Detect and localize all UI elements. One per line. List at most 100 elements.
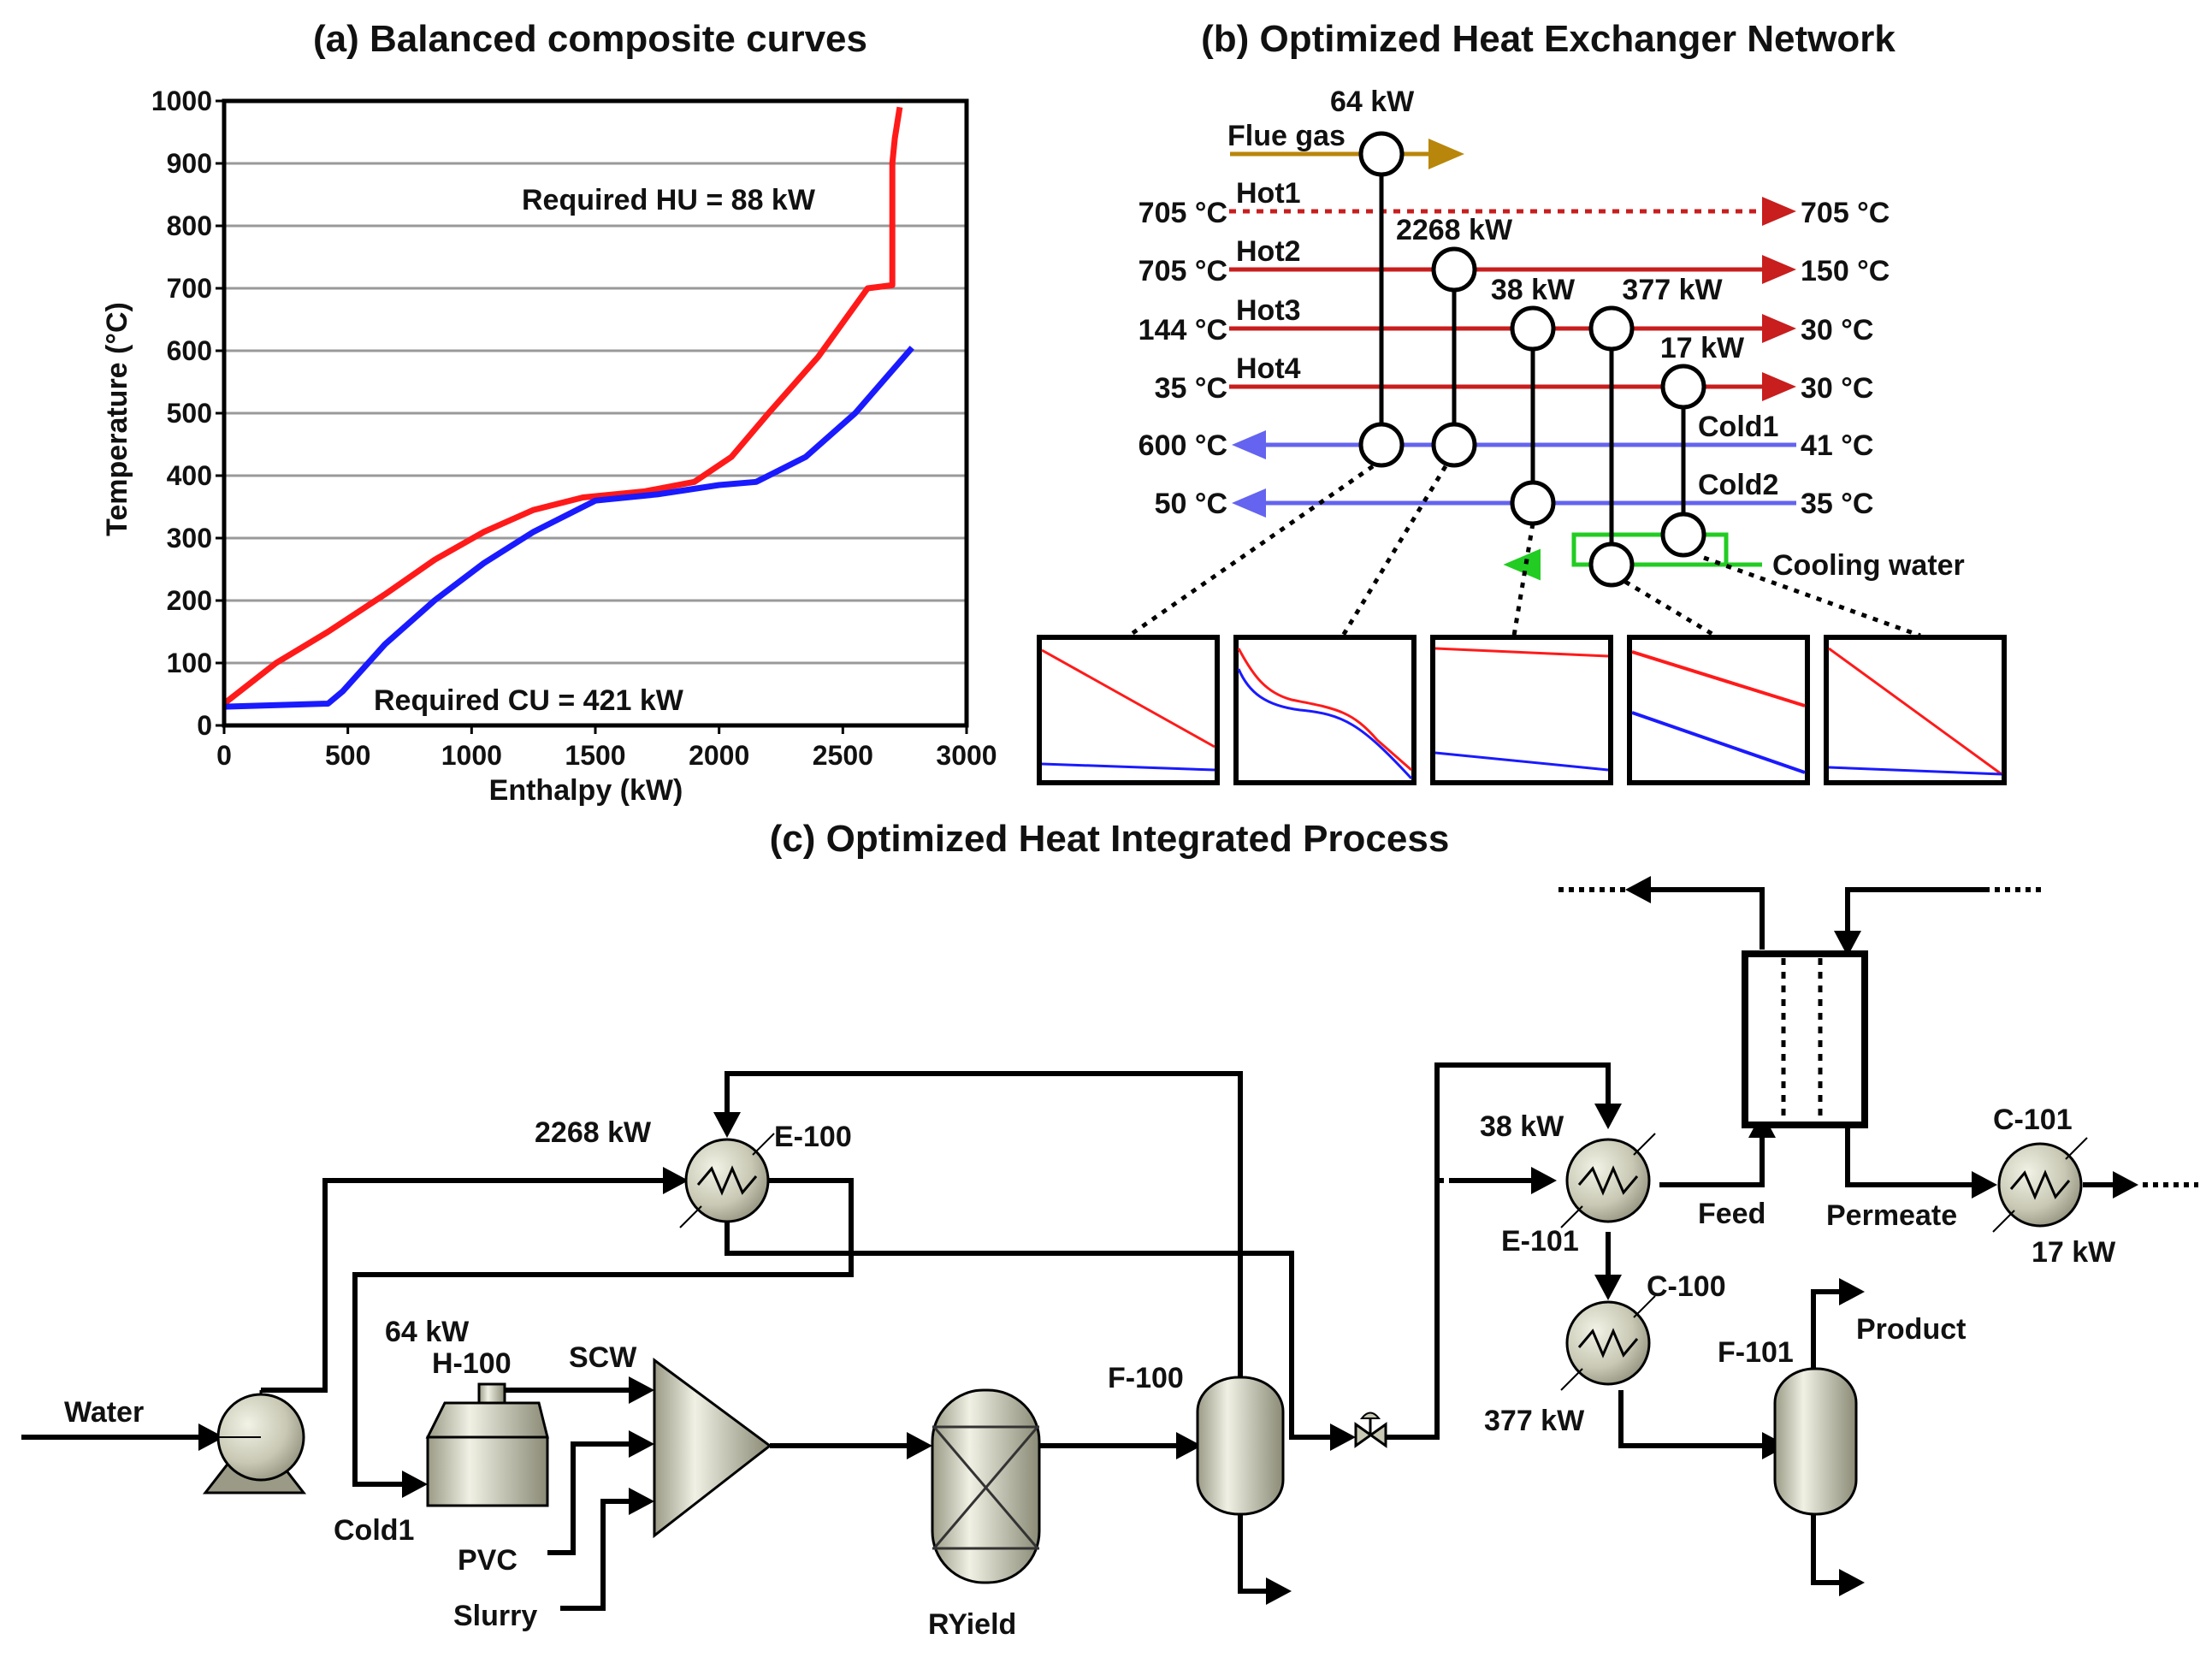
feed-line bbox=[1659, 1129, 1765, 1187]
hen-e101-cold bbox=[1510, 480, 1556, 526]
f101-bottom-arrow bbox=[1839, 1569, 1865, 1596]
y-tick-label: 800 bbox=[167, 210, 212, 241]
cold1-tin: 41 °C bbox=[1801, 429, 1873, 462]
hen-c101-cw bbox=[1660, 512, 1706, 558]
hot1-name: Hot1 bbox=[1236, 177, 1301, 210]
e100-to-valve bbox=[725, 1215, 1330, 1440]
hen-c101-hot bbox=[1660, 364, 1706, 410]
valve-to-e101 bbox=[1386, 1062, 1611, 1440]
hen-duty-hu: 64 kW bbox=[1330, 86, 1415, 118]
hen-diagram: Flue gas 64 kW Hot1 Hot2 Hot3 Hot4 Cold1… bbox=[1037, 86, 2007, 785]
water-label: Water bbox=[64, 1396, 144, 1429]
c101-inlet-arrow bbox=[1972, 1171, 1997, 1198]
ryield-reactor bbox=[931, 1388, 1041, 1584]
water-arrowhead bbox=[198, 1423, 224, 1451]
panel-b-title: (b) Optimized Heat Exchanger Network bbox=[1201, 18, 1896, 60]
cold2-tin: 35 °C bbox=[1801, 488, 1873, 520]
e100-hot-inlet-arrow bbox=[713, 1112, 741, 1138]
c100-to-f101 bbox=[1618, 1390, 1762, 1448]
cooling-water-line bbox=[1571, 532, 1762, 567]
pvc-arrowhead bbox=[629, 1430, 654, 1458]
e101-duty: 38 kW bbox=[1480, 1110, 1564, 1143]
hot3-tin: 144 °C bbox=[1139, 314, 1227, 346]
e100-to-cold1 bbox=[352, 1178, 854, 1487]
f101-bottom-line bbox=[1811, 1514, 1839, 1585]
ryield-label: RYield bbox=[928, 1608, 1016, 1641]
y-tick-label: 900 bbox=[167, 148, 212, 179]
thumb-4 bbox=[1627, 635, 1810, 785]
hot1-tout: 705 °C bbox=[1801, 197, 1890, 229]
panel-c-title: (c) Optimized Heat Integrated Process bbox=[770, 818, 1450, 860]
hot1-tin: 705 °C bbox=[1139, 197, 1227, 229]
hot4-arrowhead bbox=[1762, 372, 1796, 401]
y-tick-label: 500 bbox=[167, 398, 212, 429]
hot-composite-curve bbox=[222, 106, 903, 707]
membrane-top-in-arrow bbox=[1834, 931, 1861, 956]
leader-4 bbox=[1624, 579, 1717, 638]
f101-label: F-101 bbox=[1718, 1336, 1794, 1369]
hen-e100-hot bbox=[1431, 246, 1477, 293]
e101-label: E-101 bbox=[1501, 1225, 1579, 1258]
leader-3 bbox=[1511, 523, 1535, 636]
hen-e100-cold bbox=[1431, 422, 1477, 468]
hot1-arrowhead bbox=[1762, 197, 1796, 226]
slurry-label: Slurry bbox=[453, 1600, 537, 1632]
hot2-name: Hot2 bbox=[1236, 235, 1301, 268]
y-axis-title: Temperature (°C) bbox=[101, 302, 133, 536]
e100-inlet-arrow bbox=[663, 1167, 689, 1194]
flue-gas-label: Flue gas bbox=[1227, 120, 1346, 152]
product-line bbox=[1811, 1289, 1839, 1369]
cu-annotation: Required CU = 421 kW bbox=[374, 684, 684, 717]
y-tick-label: 600 bbox=[167, 335, 212, 366]
pump-to-e100 bbox=[261, 1178, 663, 1393]
f100-label: F-100 bbox=[1108, 1362, 1184, 1394]
hot4-tout: 30 °C bbox=[1801, 372, 1873, 405]
cold2-tout: 50 °C bbox=[1155, 488, 1227, 520]
hot3-tout: 30 °C bbox=[1801, 314, 1873, 346]
flue-gas-arrowhead bbox=[1428, 139, 1464, 169]
valve bbox=[1354, 1412, 1387, 1448]
mixer bbox=[653, 1358, 772, 1539]
e100-label: E-100 bbox=[774, 1121, 852, 1153]
thumb-5 bbox=[1824, 635, 2007, 785]
hen-heater-bottom bbox=[1358, 422, 1405, 468]
f100-vapor-to-e100 bbox=[725, 1071, 1243, 1377]
thumb-1 bbox=[1037, 635, 1220, 785]
slurry-arrowhead bbox=[629, 1488, 654, 1515]
f100-flash bbox=[1196, 1376, 1285, 1516]
cold1-name: Cold1 bbox=[1698, 411, 1778, 443]
c101-duty: 17 kW bbox=[2032, 1236, 2116, 1269]
ryield-inlet-arrow bbox=[907, 1432, 932, 1459]
valve-inlet-arrow bbox=[1330, 1423, 1356, 1451]
hot4-name: Hot4 bbox=[1236, 352, 1301, 385]
pvc-line bbox=[547, 1441, 629, 1555]
y-tick-label: 400 bbox=[167, 460, 212, 491]
slurry-line bbox=[560, 1499, 629, 1611]
panel-a-title: (a) Balanced composite curves bbox=[313, 18, 867, 60]
e100-duty: 2268 kW bbox=[535, 1116, 652, 1149]
cold1-tout: 600 °C bbox=[1139, 429, 1227, 462]
hen-c100-cw bbox=[1588, 542, 1635, 588]
membrane-top-out bbox=[1651, 887, 1765, 950]
hu-annotation: Required HU = 88 kW bbox=[522, 184, 816, 216]
y-tick-label: 200 bbox=[167, 585, 212, 616]
x-tick-label: 3000 bbox=[936, 740, 997, 771]
membrane-unit bbox=[1742, 950, 1868, 1128]
permeate-label: Permeate bbox=[1826, 1199, 1957, 1232]
h100-inlet-arrow bbox=[402, 1471, 428, 1498]
cold-composite-curve bbox=[223, 346, 914, 710]
cooling-water-label: Cooling water bbox=[1772, 549, 1965, 582]
hen-heater-top bbox=[1358, 131, 1405, 177]
hen-duty-e100: 2268 kW bbox=[1396, 214, 1513, 246]
c101-out-arrow bbox=[2113, 1171, 2138, 1198]
c100-cooler bbox=[1560, 1295, 1656, 1391]
c100-label: C-100 bbox=[1647, 1270, 1726, 1303]
e101-hot-inlet-arrow bbox=[1594, 1104, 1622, 1129]
x-tick-label: 2500 bbox=[813, 740, 873, 771]
hen-duty-c101: 17 kW bbox=[1660, 332, 1745, 364]
c101-label: C-101 bbox=[1993, 1104, 2073, 1136]
pump bbox=[202, 1390, 307, 1494]
h100-label: H-100 bbox=[432, 1347, 512, 1380]
